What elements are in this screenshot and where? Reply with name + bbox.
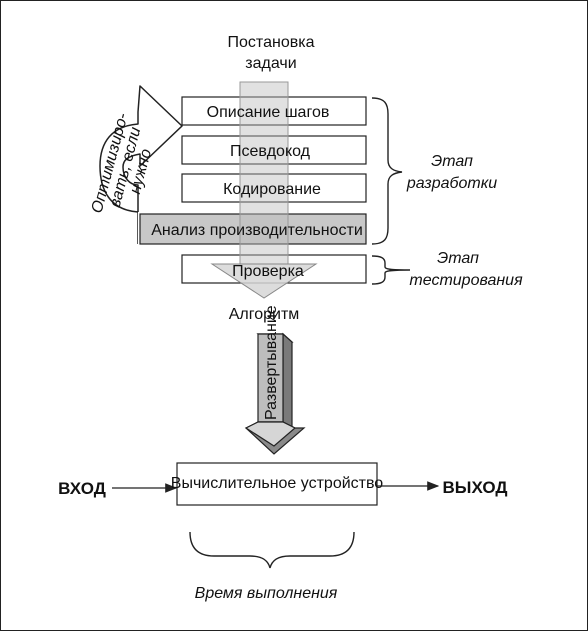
runtime-label: Время выполнения [195,585,338,602]
problem-statement-line1: Постановка [228,34,315,51]
step-coding-box [181,173,367,203]
output-label: ВЫХОД [443,478,508,497]
step-pseudocode-box [181,135,367,165]
testing-brace [371,255,411,285]
input-label: ВХОД [58,479,106,498]
optimize-loop-arrow [99,85,183,244]
step-coding-label: Кодирование [223,181,321,198]
development-brace [371,97,403,245]
flow-arrow-head [210,263,318,299]
development-stage-line2: разработки [406,175,497,192]
runtime-brace [189,531,355,569]
step-describe-box [181,96,367,126]
development-stage-line1: Этап [431,153,473,170]
flow-band [239,81,289,265]
step-describe-label: Описание шагов [207,104,330,121]
testing-stage-line1: Этап [437,250,479,267]
algorithm-label: Алгоритм [229,306,300,323]
step-pseudocode-label: Псевдокод [230,143,311,160]
device-box [176,462,378,506]
problem-statement-line2: задачи [245,55,296,72]
deployment-arrow [244,332,306,455]
step-check-label: Проверка [232,263,304,280]
step-analysis-label: Анализ производительности [151,222,363,239]
testing-stage-line2: тестирования [409,272,523,289]
device-label: Вычислительное устройство [171,475,384,492]
optimize-label: Оптимизиро- вать, если нужно [89,111,156,215]
deployment-label: Развертывание [263,305,280,420]
step-analysis-box [139,213,367,245]
